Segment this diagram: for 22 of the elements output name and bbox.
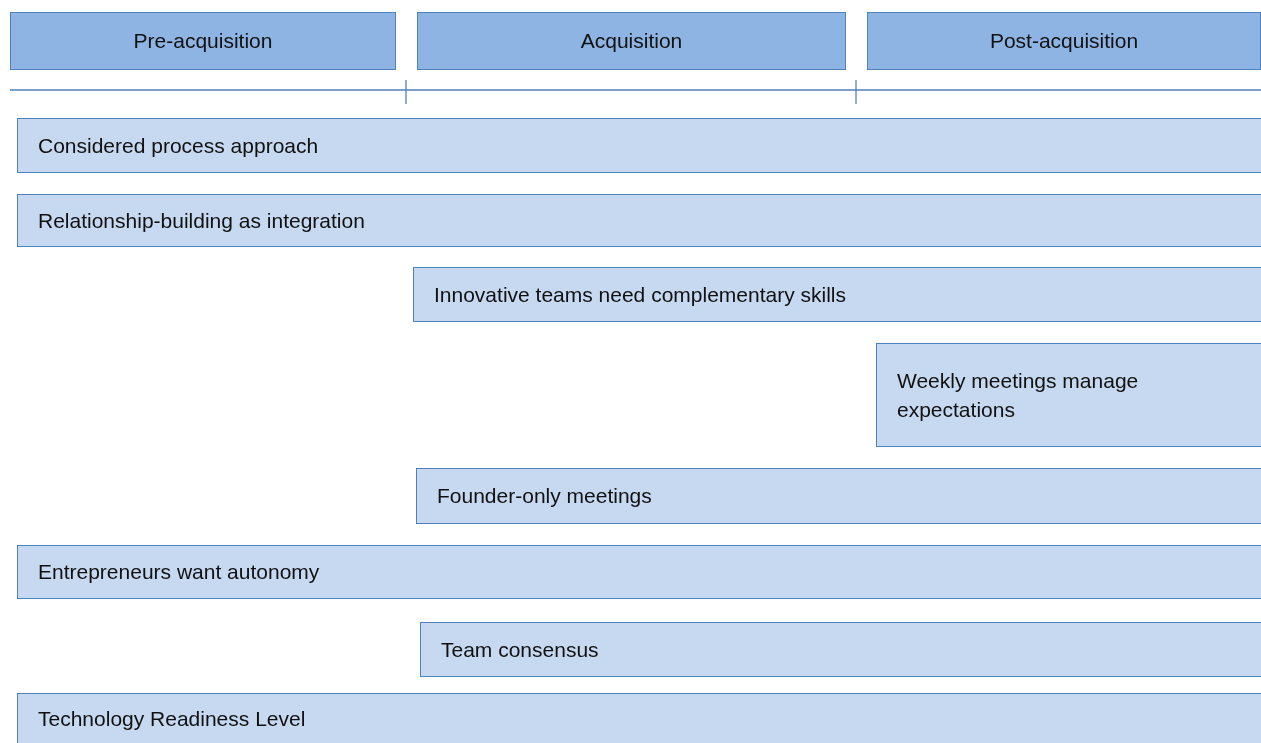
bar-label: Weekly meetings manage expectations: [897, 367, 1140, 423]
timeline-bar: [413, 267, 1261, 322]
phase-box: [10, 12, 396, 70]
timeline-bar: [17, 194, 1261, 247]
bar-label: Founder-only meetings: [437, 483, 652, 510]
bar-label: Entrepreneurs want autonomy: [38, 559, 320, 586]
timeline-bar: [420, 622, 1261, 677]
bar-label: Technology Readiness Level: [38, 706, 306, 733]
phase-label: Post-acquisition: [989, 28, 1139, 55]
timeline-bar: [17, 693, 1261, 743]
bar-label: Innovative teams need complementary skills: [434, 281, 847, 308]
bar-label: Relationship-building as integration: [38, 207, 365, 234]
phase-box: [867, 12, 1261, 70]
timeline-bar: [876, 343, 1261, 447]
timeline-bar: [17, 545, 1261, 599]
timeline-bar: [17, 118, 1261, 173]
bar-label: Team consensus: [441, 636, 599, 663]
phase-label: Acquisition: [580, 28, 683, 55]
bar-label: Considered process approach: [38, 132, 319, 159]
timeline-bar: [416, 468, 1261, 524]
phase-label: Pre-acquisition: [133, 28, 273, 55]
phase-box: [417, 12, 846, 70]
